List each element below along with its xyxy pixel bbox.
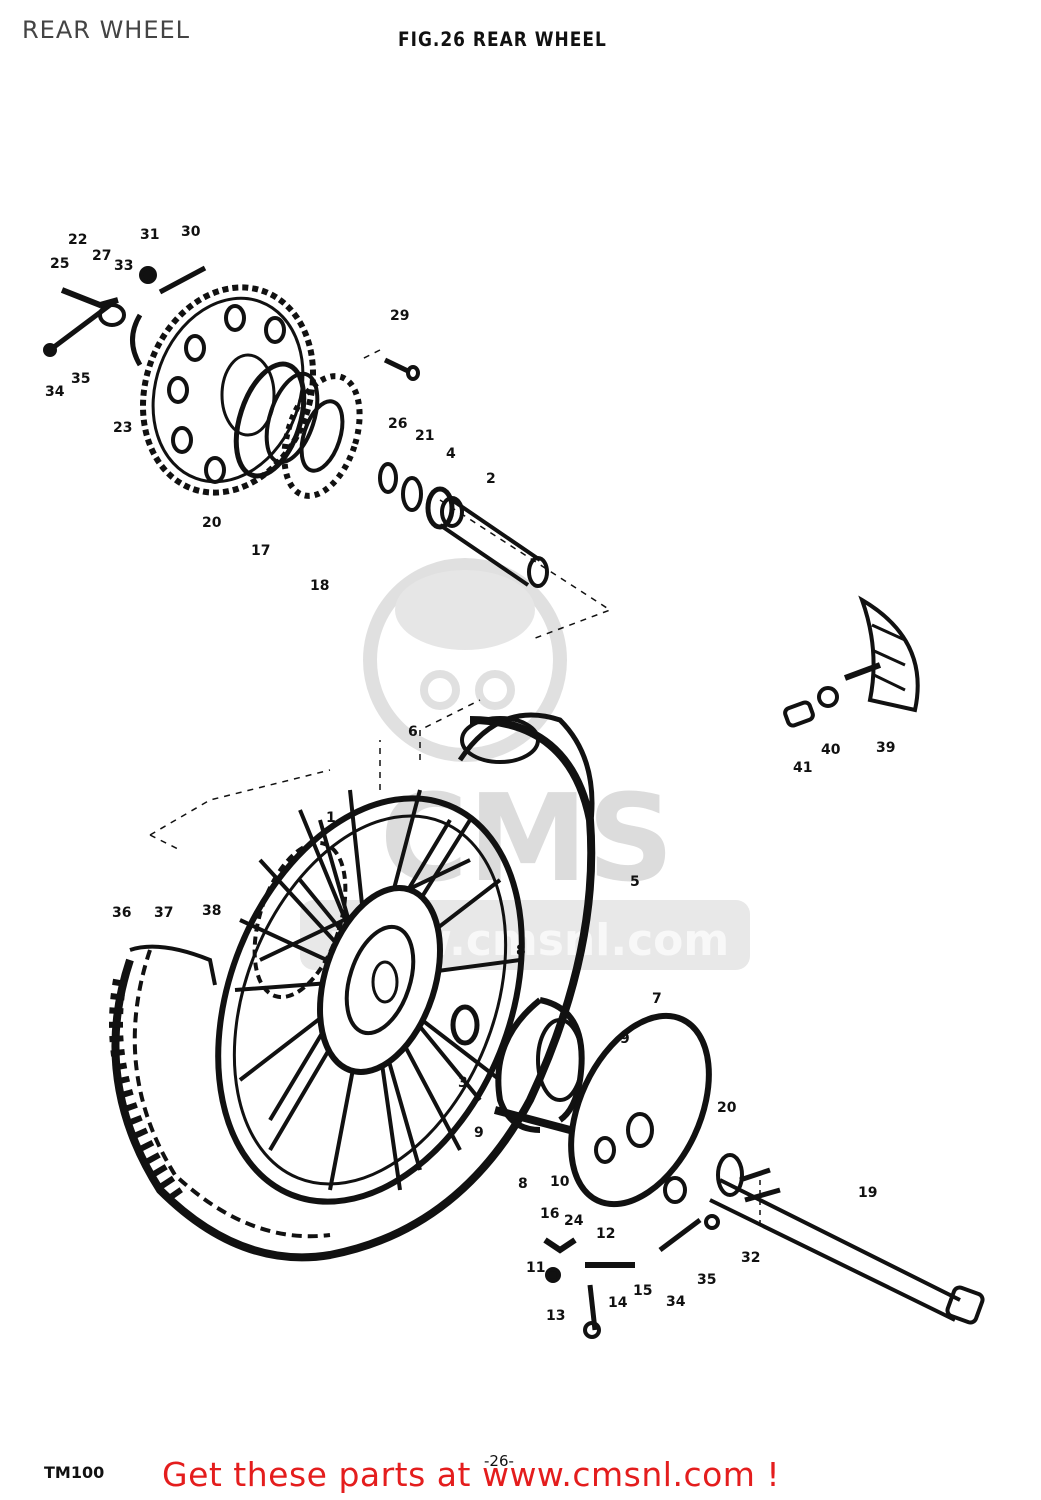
callout-16: 16	[540, 1206, 559, 1222]
chain-adjuster-upper	[43, 265, 207, 367]
callout-32: 32	[741, 1250, 760, 1266]
sprocket-carrier	[233, 361, 320, 479]
brake-panel	[568, 1012, 712, 1208]
callout-27: 27	[92, 248, 111, 264]
callout-12: 12	[596, 1226, 615, 1242]
cta-link[interactable]: Get these parts at www.cmsnl.com !	[162, 1455, 781, 1494]
bolt-29	[383, 357, 412, 375]
callout-18: 18	[310, 578, 329, 594]
callout-34-lower: 34	[666, 1294, 686, 1310]
callout-34-upper: 34	[45, 384, 65, 400]
callout-29: 29	[390, 308, 409, 324]
callout-24: 24	[564, 1213, 584, 1229]
callout-14: 14	[608, 1295, 628, 1311]
callout-39: 39	[876, 740, 895, 756]
callout-1: 1	[326, 810, 336, 826]
hub-bearing	[450, 1004, 480, 1046]
callout-7: 7	[652, 991, 662, 1007]
callout-36: 36	[112, 905, 131, 921]
callout-9-lower: 9	[474, 1125, 484, 1141]
callout-9-upper: 9	[620, 1031, 630, 1047]
callout-22: 22	[68, 232, 87, 248]
callout-37: 37	[154, 905, 173, 921]
model-code: TM100	[44, 1463, 105, 1482]
callout-6: 6	[408, 724, 418, 740]
callout-17: 17	[251, 543, 270, 559]
callout-26: 26	[388, 416, 407, 432]
rear-sprocket	[139, 284, 317, 496]
callout-20-sprocket: 20	[202, 515, 222, 531]
callout-35-lower: 35	[697, 1272, 716, 1288]
callout-4: 4	[446, 446, 456, 462]
chain-guard-assembly	[783, 595, 920, 728]
brake-cam	[493, 1106, 572, 1134]
callout-25: 25	[50, 256, 69, 272]
wheel-hub	[252, 840, 443, 1075]
callout-38: 38	[202, 903, 221, 919]
callout-31: 31	[140, 227, 159, 243]
callout-8-upper: 8	[516, 943, 526, 959]
rear-axle	[709, 1153, 985, 1325]
cush-drive-rubber	[281, 373, 363, 499]
sprocket-axle	[438, 496, 549, 588]
callout-5: 5	[630, 874, 640, 890]
rear-wheel	[109, 699, 596, 1262]
figure-title: FIG.26 REAR WHEEL	[398, 28, 607, 52]
brake-assembly	[450, 997, 985, 1339]
page-number: -26-	[484, 1452, 514, 1470]
callout-20-panel: 20	[717, 1100, 737, 1116]
callout-2: 2	[486, 471, 496, 487]
callout-30: 30	[181, 224, 201, 240]
callout-19: 19	[858, 1185, 877, 1201]
callout-8-lower: 8	[518, 1176, 528, 1192]
callout-21: 21	[415, 428, 434, 444]
callout-10: 10	[550, 1174, 570, 1190]
callout-15: 15	[633, 1283, 652, 1299]
sprocket-assembly	[43, 265, 612, 641]
callout-35-upper: 35	[71, 371, 90, 387]
callout-labels: 22 31 30 25 27 33 34 35 23 20 17 18 29 2…	[45, 224, 895, 1324]
callout-41: 41	[793, 760, 812, 776]
callout-33: 33	[114, 258, 133, 274]
callout-40: 40	[821, 742, 841, 758]
inner-tube	[457, 712, 595, 831]
callout-23: 23	[113, 420, 132, 436]
bolt-29-head	[406, 365, 420, 381]
callout-11: 11	[526, 1260, 545, 1276]
brake-shoes	[495, 997, 585, 1133]
callout-3: 3	[458, 1075, 468, 1091]
callout-13: 13	[546, 1308, 565, 1324]
brake-arm-hardware	[543, 1214, 720, 1339]
page-title: REAR WHEEL	[22, 16, 191, 44]
